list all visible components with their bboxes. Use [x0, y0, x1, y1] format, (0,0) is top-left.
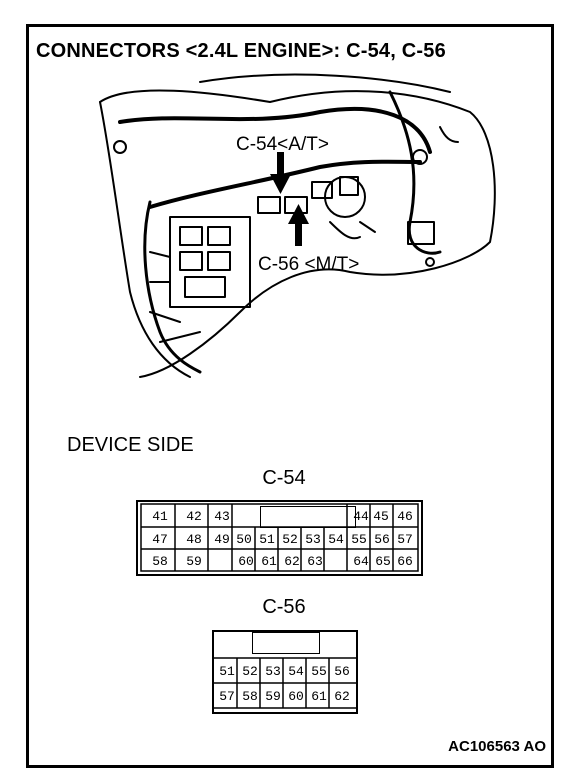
- c56-pin: 57: [219, 689, 235, 704]
- c54-pin: 42: [186, 509, 202, 524]
- c54-pin: 63: [307, 554, 323, 569]
- c54-pin: 65: [375, 554, 391, 569]
- figure-code: AC106563 AO: [448, 738, 546, 755]
- c54-pin: 60: [238, 554, 254, 569]
- c56-pin: 52: [242, 664, 258, 679]
- c56-callout: C-56 <M/T>: [258, 254, 360, 275]
- c54-pin: 45: [373, 509, 389, 524]
- c54-pin: 53: [305, 532, 321, 547]
- c54-pin: 55: [351, 532, 367, 547]
- wiring-harness-illustration: [99, 73, 496, 378]
- c56-pin: 58: [242, 689, 258, 704]
- c56-pin: 54: [288, 664, 304, 679]
- c54-pin: 58: [152, 554, 168, 569]
- c56-grid-lines: [214, 657, 356, 709]
- c56-connector: 51 52 53 54 55 56 57 58 59 60 61 62: [212, 630, 358, 714]
- c56-pin: 55: [311, 664, 327, 679]
- c54-pin: 50: [236, 532, 252, 547]
- c54-pin: 41: [152, 509, 168, 524]
- c54-pin: 54: [328, 532, 344, 547]
- c54-pin: 51: [259, 532, 275, 547]
- c54-pin: 46: [397, 509, 413, 524]
- c56-pin: 61: [311, 689, 327, 704]
- c56-key-slot: [252, 632, 320, 654]
- c54-pin: 44: [353, 509, 369, 524]
- c56-pin: 60: [288, 689, 304, 704]
- c54-pin: 49: [214, 532, 230, 547]
- c54-pin: 66: [397, 554, 413, 569]
- c56-pin: 59: [265, 689, 281, 704]
- c54-pin: 57: [397, 532, 413, 547]
- c54-connector: 41 42 43 44 45 46 47 48 49 50 51 52 53 5…: [136, 500, 423, 576]
- c56-connector-name: C-56: [262, 596, 306, 618]
- c54-grid-lines: [140, 503, 419, 572]
- c54-pin: 48: [186, 532, 202, 547]
- c54-connector-name: C-54: [262, 467, 306, 489]
- diagram-frame: [26, 24, 554, 768]
- c56-pin: 62: [334, 689, 350, 704]
- c54-pin: 61: [261, 554, 277, 569]
- c54-pin: 56: [374, 532, 390, 547]
- device-side-label: DEVICE SIDE: [67, 434, 194, 456]
- c54-pin: 52: [282, 532, 298, 547]
- c56-pin: 53: [265, 664, 281, 679]
- c54-pin: 62: [284, 554, 300, 569]
- c54-pin: 59: [186, 554, 202, 569]
- c54-pin: 64: [353, 554, 369, 569]
- c54-pin: 47: [152, 532, 168, 547]
- c56-pin: 51: [219, 664, 235, 679]
- page-title: CONNECTORS <2.4L ENGINE>: C-54, C-56: [36, 40, 446, 62]
- c54-callout: C-54<A/T>: [236, 134, 329, 155]
- c56-pin: 56: [334, 664, 350, 679]
- c54-pin: 43: [214, 509, 230, 524]
